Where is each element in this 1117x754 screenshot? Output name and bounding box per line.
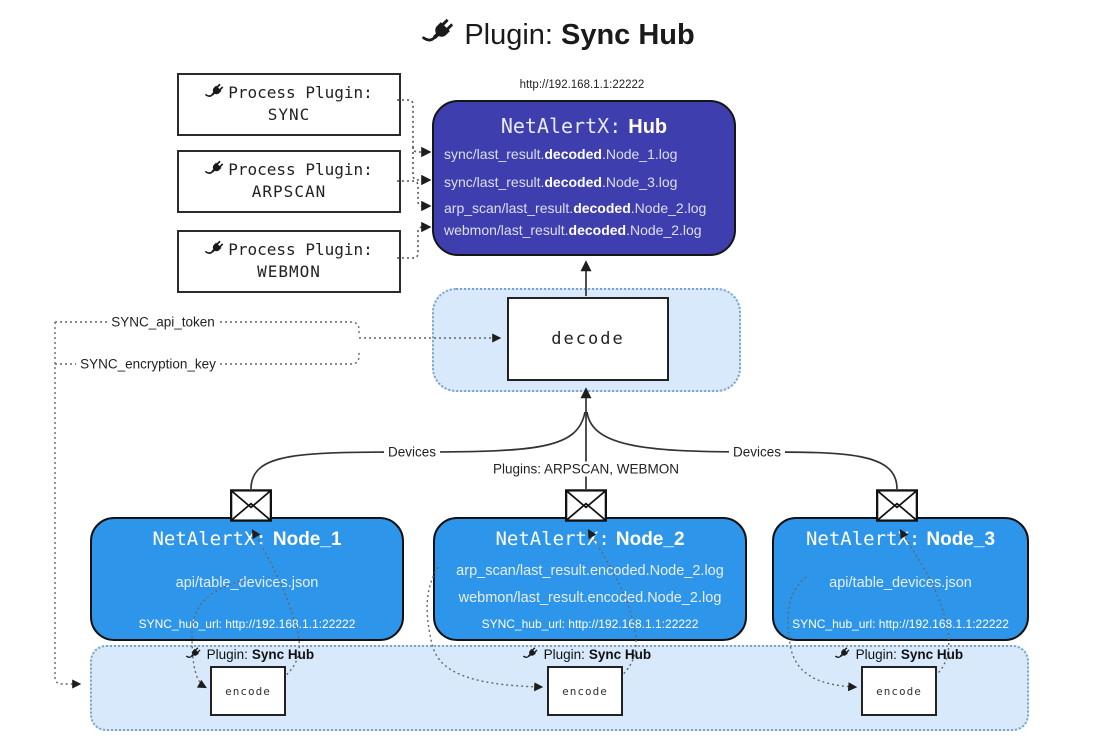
encode-plugin-prefix: Plugin: [855,647,897,662]
process-plugin-name: ARPSCAN [251,182,327,201]
process-plugin-name: WEBMON [257,262,321,281]
hub-log-bold: decoded [544,174,602,190]
edge-settings-to-encode-band [54,322,82,689]
encode-plugin-prefix: Plugin: [206,647,248,662]
process-plugin-label: Process Plugin: [228,159,373,179]
node1-title: NetAlertX:Node_1 [92,528,402,551]
node1-file-line: api/table_devices.json [175,575,319,591]
process-plugin-label: Process Plugin: [228,239,373,259]
encode1-plugin-label: Plugin:Sync Hub [186,646,314,662]
hub-title: NetAlertX: Hub [434,114,734,139]
node-title-prefix: NetAlertX: [805,528,921,550]
process-plugin-webmon-label-row: Process Plugin: [179,239,399,259]
decode-box: decode [507,297,669,381]
plug-icon [835,646,851,662]
edge-arpscan-to-hub-line3 [397,180,432,212]
encode-plugin-name: Sync Hub [588,647,652,662]
hub-log-post: .Node_2.log [630,200,707,216]
node-title-name: Node_1 [272,529,342,550]
node2-file-line: webmon/last_result.encoded.Node_2.log [458,590,722,606]
edge-sync-to-hub-line2 [412,147,432,186]
hub-log-bold: decoded [544,146,602,162]
node-title-prefix: NetAlertX: [152,528,267,550]
encode2-plugin-label: Plugin:Sync Hub [523,646,651,662]
node3-hub-url: SYNC_hub_url: http://192.168.1.1:22222 [792,617,1009,631]
hub-log-pre: sync/last_result. [444,146,545,162]
hub-log-pre: arp_scan/last_result. [444,200,574,216]
node2-title: NetAlertX:Node_2 [435,528,745,551]
process-plugin-sync-label-row: Process Plugin: [179,82,399,102]
devices-edge-label-right: Devices [728,444,786,460]
hub-log-line: arp_scan/last_result.decoded.Node_2.log [444,200,706,216]
encode-plugin-name: Sync Hub [900,647,964,662]
page-title-prefix: Plugin: [464,19,553,51]
encode3-plugin-label: Plugin:Sync Hub [835,646,963,662]
hub-log-bold: decoded [573,200,631,216]
plug-icon [186,646,202,662]
hub-log-line: webmon/last_result.decoded.Node_2.log [444,222,702,238]
plug-icon [422,16,456,50]
node3-title: NetAlertX:Node_3 [774,528,1027,551]
hub-title-prefix: NetAlertX: [500,114,622,138]
plugins-edge-label: Plugins: ARPSCAN, WEBMON [488,461,684,477]
hub-log-post: .Node_2.log [626,222,702,238]
encode3-box: encode [861,666,937,716]
node2-file-line: arp_scan/last_result.encoded.Node_2.log [456,563,724,579]
node3-box: NetAlertX:Node_3 api/table_devices.json … [772,517,1029,641]
plug-icon [523,646,539,662]
node1-box: NetAlertX:Node_1 api/table_devices.json … [90,517,404,641]
hub-log-pre: webmon/last_result. [444,222,569,238]
node-title-name: Node_2 [615,529,685,550]
node-title-name: Node_3 [926,529,996,550]
hub-log-line: sync/last_result.decoded.Node_3.log [444,174,677,190]
plug-icon [205,159,225,179]
node2-hub-url: SYNC_hub_url: http://192.168.1.1:22222 [481,617,699,631]
edge-sync-to-hub-line1 [397,99,432,158]
encode2-box: encode [547,666,623,716]
process-plugin-label: Process Plugin: [228,82,373,102]
hub-title-name: Hub [628,116,668,138]
page-title: Plugin:Sync Hub [0,16,1117,52]
hub-log-bold: decoded [568,222,627,238]
sync-api-token-label: SYNC_api_token [107,314,219,330]
process-plugin-name: SYNC [267,105,311,124]
process-plugin-sync-box: Process Plugin: SYNC [177,73,401,136]
node1-hub-url: SYNC_hub_url: http://192.168.1.1:22222 [138,617,356,631]
node-title-prefix: NetAlertX: [495,528,610,550]
encode-plugin-prefix: Plugin: [543,647,585,662]
hub-log-post: .Node_1.log [601,146,678,162]
devices-edge-label-left: Devices [383,444,441,460]
process-plugin-webmon-box: Process Plugin: WEBMON [177,230,401,293]
hub-log-line: sync/last_result.decoded.Node_1.log [444,146,677,162]
edge-webmon-to-hub-line4 [397,221,432,259]
hub-box: NetAlertX:Hub sync/last_result.decoded.N… [432,100,736,256]
hub-log-pre: sync/last_result. [444,174,545,190]
plug-icon [205,82,225,102]
hub-log-post: .Node_3.log [601,174,678,190]
node3-file-line: api/table_devices.json [829,575,972,591]
encode1-box: encode [210,666,286,716]
encode-plugin-name: Sync Hub [251,647,315,662]
process-plugin-arpscan-box: Process Plugin: ARPSCAN [177,150,401,213]
plug-icon [205,239,225,259]
sync-encryption-key-label: SYNC_encryption_key [76,356,220,372]
hub-url-label: http://192.168.1.1:22222 [519,79,645,91]
node2-box: NetAlertX:Node_2 arp_scan/last_result.en… [433,517,747,641]
process-plugin-arpscan-label-row: Process Plugin: [179,159,399,179]
page-title-name: Sync Hub [560,19,695,51]
